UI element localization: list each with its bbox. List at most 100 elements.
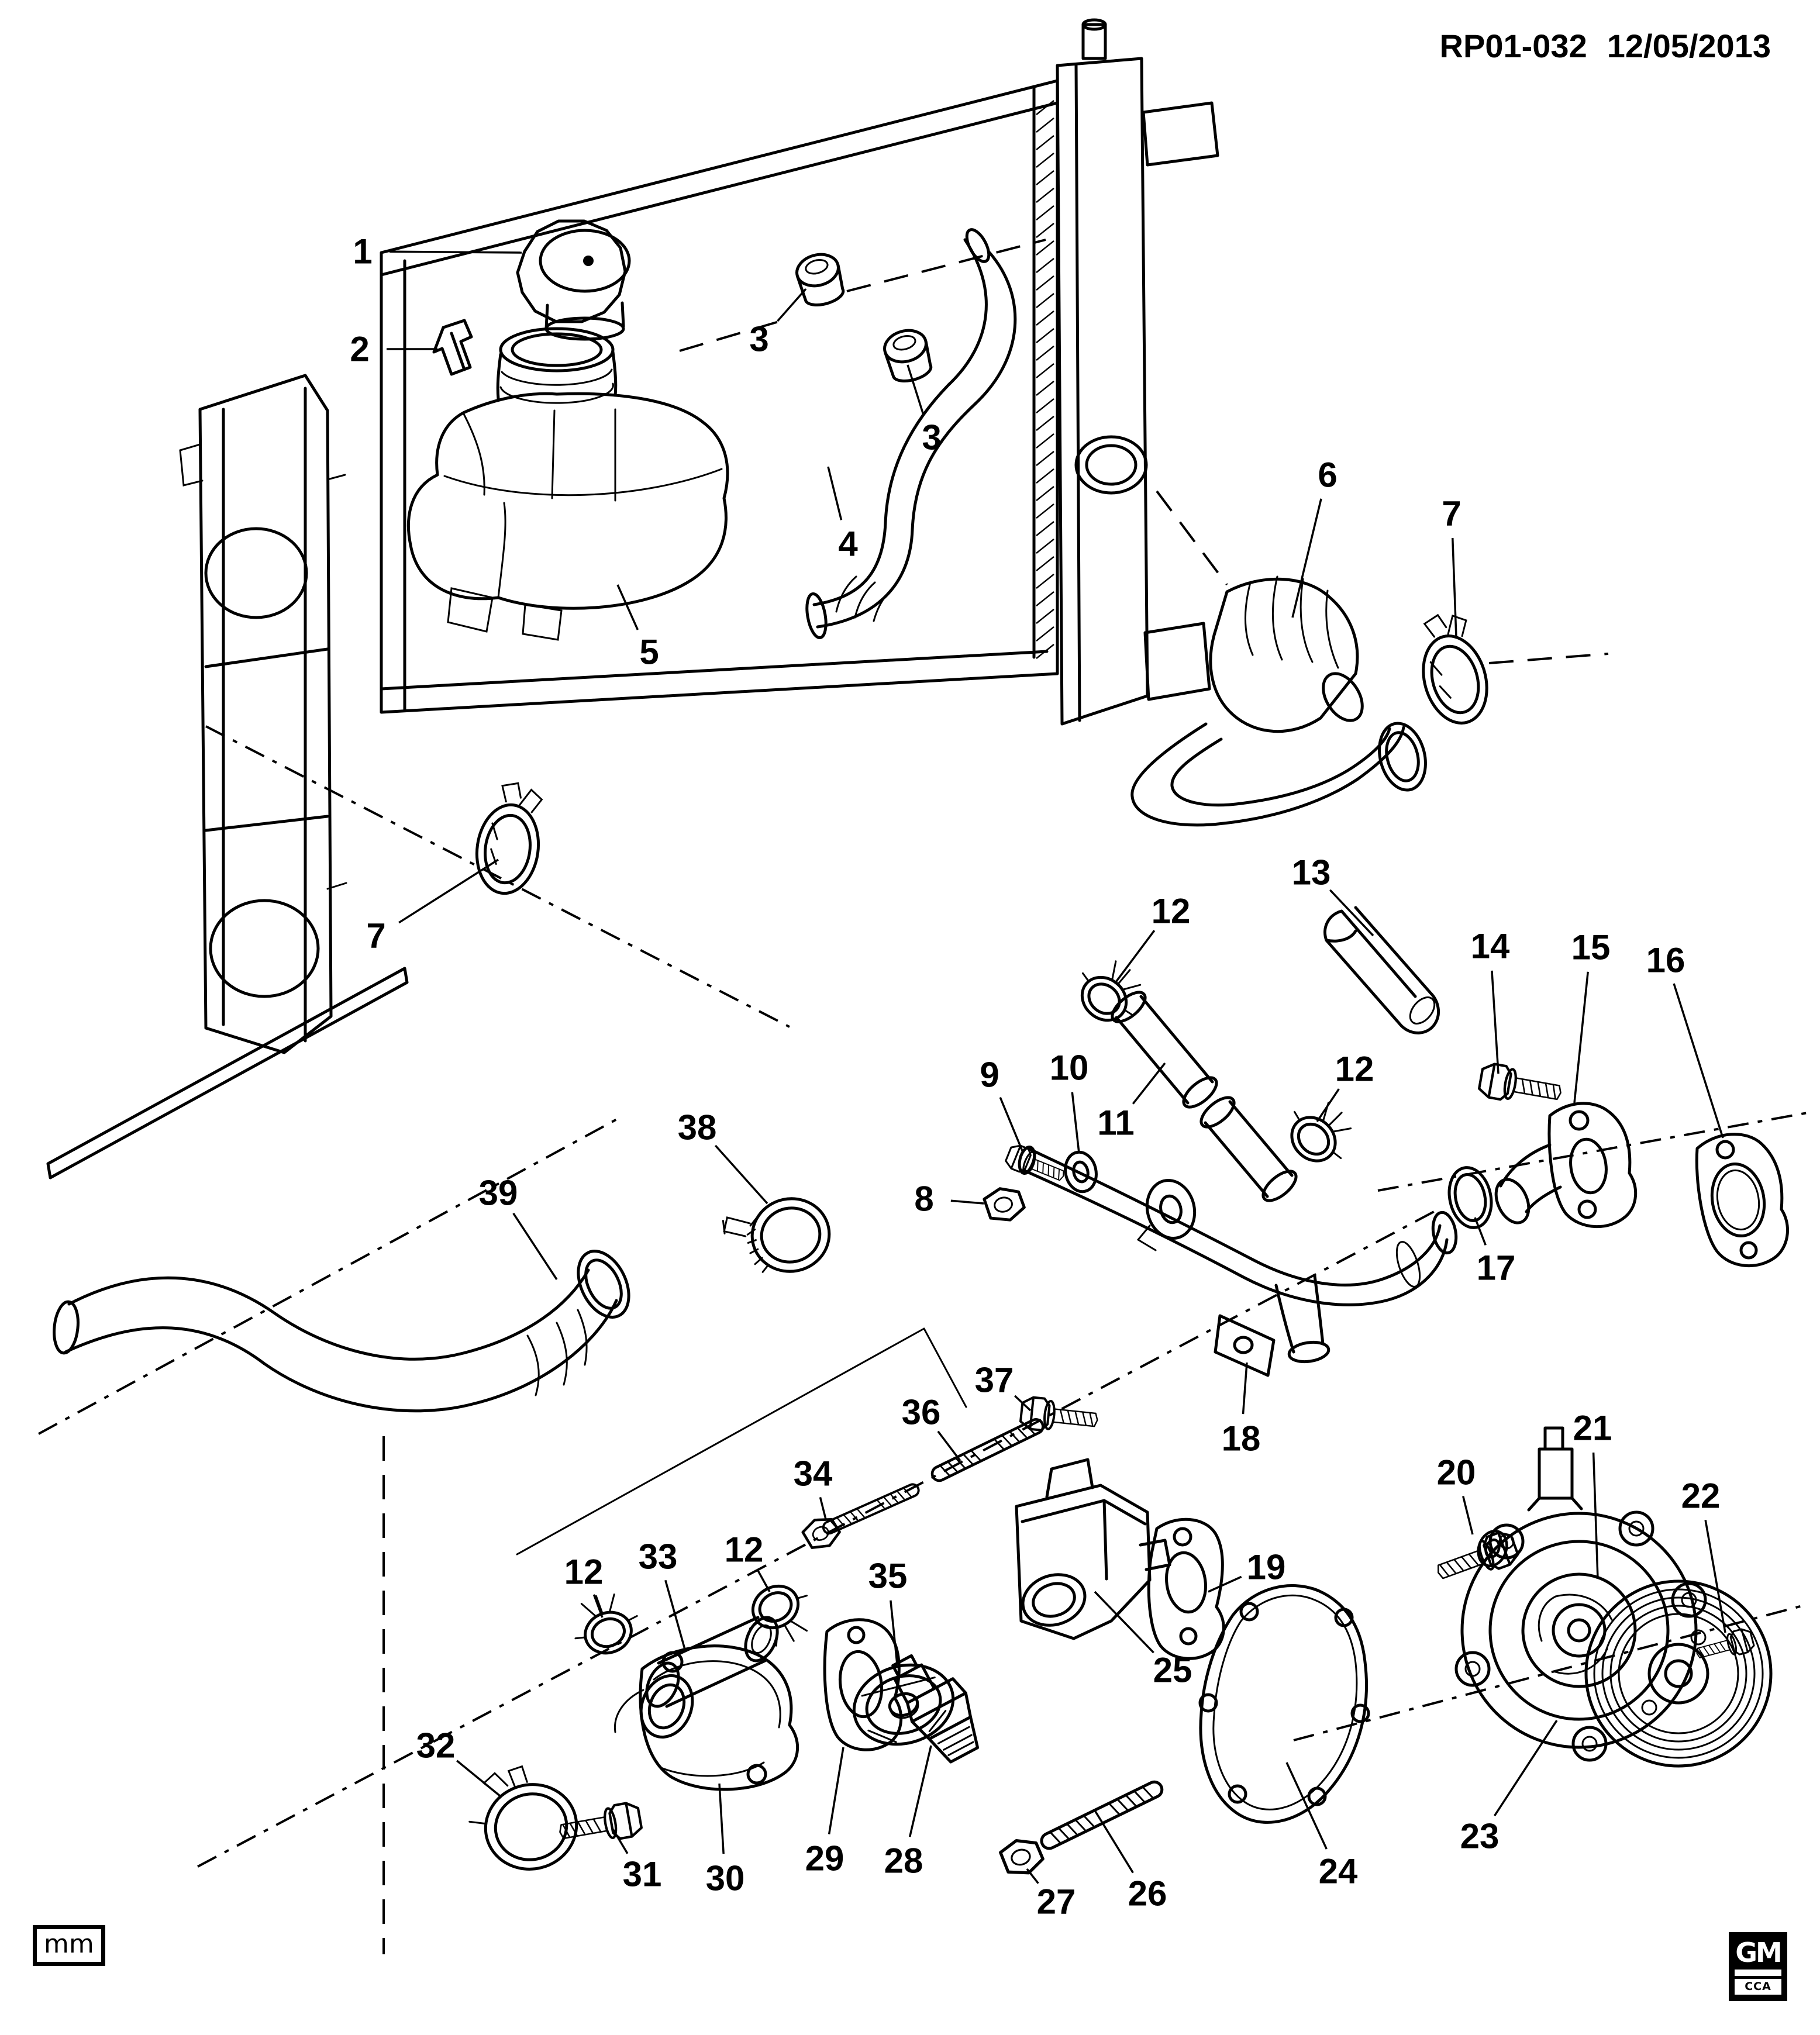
gm-logo-bar (1735, 1969, 1781, 1976)
gm-logo: GM CCA (1729, 1932, 1787, 2001)
lower-radiator-hose (53, 1250, 630, 1413)
callout-30: 30 (706, 1859, 745, 1898)
water-outlet (1494, 1102, 1638, 1228)
hose-grommet (881, 326, 935, 385)
coolant-pipe (1018, 1145, 1458, 1377)
radiator-lower-bracket (46, 967, 409, 1179)
outlet-gasket (1695, 1133, 1789, 1268)
heater-hose (1111, 991, 1298, 1202)
callout-12: 12 (1335, 1050, 1374, 1089)
leader-line-9 (999, 1096, 1023, 1151)
callout-15: 15 (1571, 928, 1611, 967)
callout-20: 20 (1437, 1453, 1476, 1492)
leader-line-26 (1094, 1810, 1134, 1874)
callout-19: 19 (1247, 1548, 1286, 1587)
callout-5: 5 (639, 633, 659, 672)
callout-22: 22 (1681, 1477, 1721, 1516)
radiator (380, 18, 1219, 726)
nut (998, 1835, 1045, 1878)
leader-line-36 (937, 1430, 961, 1462)
leader-line-11 (1132, 1062, 1166, 1105)
leader-line-5 (616, 584, 639, 630)
water-inlet-housing (613, 1644, 799, 1791)
leader-line-21 (1592, 1452, 1599, 1579)
leader-line-16 (1673, 983, 1724, 1139)
leader-line-39 (512, 1212, 558, 1280)
callout-9: 9 (980, 1056, 999, 1095)
callout-32: 32 (416, 1726, 456, 1765)
coolant-temp-sensor (891, 1654, 980, 1764)
leader-line-8 (950, 1199, 984, 1205)
spring-clamp (737, 1574, 823, 1657)
callout-27: 27 (1037, 1882, 1076, 1922)
callout-26: 26 (1128, 1874, 1167, 1913)
callout-11: 11 (1097, 1103, 1134, 1143)
hose-clamp (471, 779, 547, 898)
leader-line-7 (398, 858, 499, 924)
leader-line-18 (1242, 1362, 1248, 1415)
callout-8: 8 (914, 1179, 933, 1219)
leader-line-10 (1071, 1092, 1080, 1154)
leader-line-3 (777, 288, 807, 322)
leader-line-38 (714, 1144, 768, 1205)
callout-34: 34 (794, 1454, 833, 1494)
callout-12: 12 (564, 1553, 604, 1592)
leader-line-1 (389, 250, 522, 254)
radiator-core-hatch (1036, 100, 1054, 659)
callout-35: 35 (868, 1557, 908, 1596)
callout-7: 7 (1442, 494, 1461, 533)
callout-1: 1 (353, 232, 372, 271)
units-label: mm (44, 1929, 94, 1959)
callout-36: 36 (902, 1393, 941, 1432)
water-pump-pulley (1584, 1579, 1773, 1768)
spring-clamp (1276, 1089, 1364, 1177)
gm-logo-subtext: CCA (1735, 1978, 1781, 1995)
upper-radiator-hose (1130, 575, 1427, 827)
leader-line-20 (1462, 1496, 1474, 1535)
reservoir-hose (805, 228, 1017, 640)
leader-line-25 (1094, 1591, 1154, 1654)
leader-line-28 (908, 1745, 932, 1837)
callout-39: 39 (479, 1174, 518, 1213)
water-pump (1454, 1426, 1707, 1762)
outlet-housing-gasket (823, 1618, 903, 1751)
leader-line-17 (1474, 1217, 1487, 1246)
leader-line-13 (1329, 889, 1374, 937)
callout-12: 12 (1152, 892, 1191, 931)
callout-12: 12 (725, 1530, 764, 1570)
leader-line-12 (757, 1570, 771, 1592)
hose-clamp-large (468, 1765, 578, 1871)
callout-2: 2 (350, 330, 369, 369)
stud (1039, 1779, 1165, 1851)
leader-line-15 (1573, 971, 1589, 1103)
leader-line-35 (890, 1600, 898, 1665)
callout-4: 4 (838, 525, 858, 564)
leader-line-23 (1494, 1720, 1558, 1817)
callout-28: 28 (884, 1841, 923, 1881)
callout-24: 24 (1319, 1852, 1358, 1891)
leader-line-31 (612, 1829, 629, 1854)
callout-3: 3 (749, 320, 768, 359)
callout-25: 25 (1153, 1651, 1192, 1690)
leader-line-30 (718, 1783, 725, 1854)
leader-line-29 (828, 1747, 844, 1834)
callout-13: 13 (1292, 853, 1331, 892)
bolt (1478, 1062, 1563, 1109)
callout-17: 17 (1477, 1248, 1516, 1288)
radiator-left-tank (179, 374, 347, 1054)
leader-line-6 (1291, 498, 1322, 618)
callout-21: 21 (1573, 1409, 1612, 1448)
reservoir-clip (432, 319, 473, 376)
leader-line-12 (1114, 930, 1156, 985)
water-pump-gasket (1198, 1584, 1370, 1824)
leader-line-24 (1285, 1762, 1328, 1850)
leader-line-33 (664, 1579, 687, 1652)
callout-33: 33 (639, 1537, 678, 1577)
thermostat-housing (1015, 1458, 1171, 1640)
leader-line-12 (1316, 1088, 1340, 1122)
callout-14: 14 (1471, 927, 1510, 966)
